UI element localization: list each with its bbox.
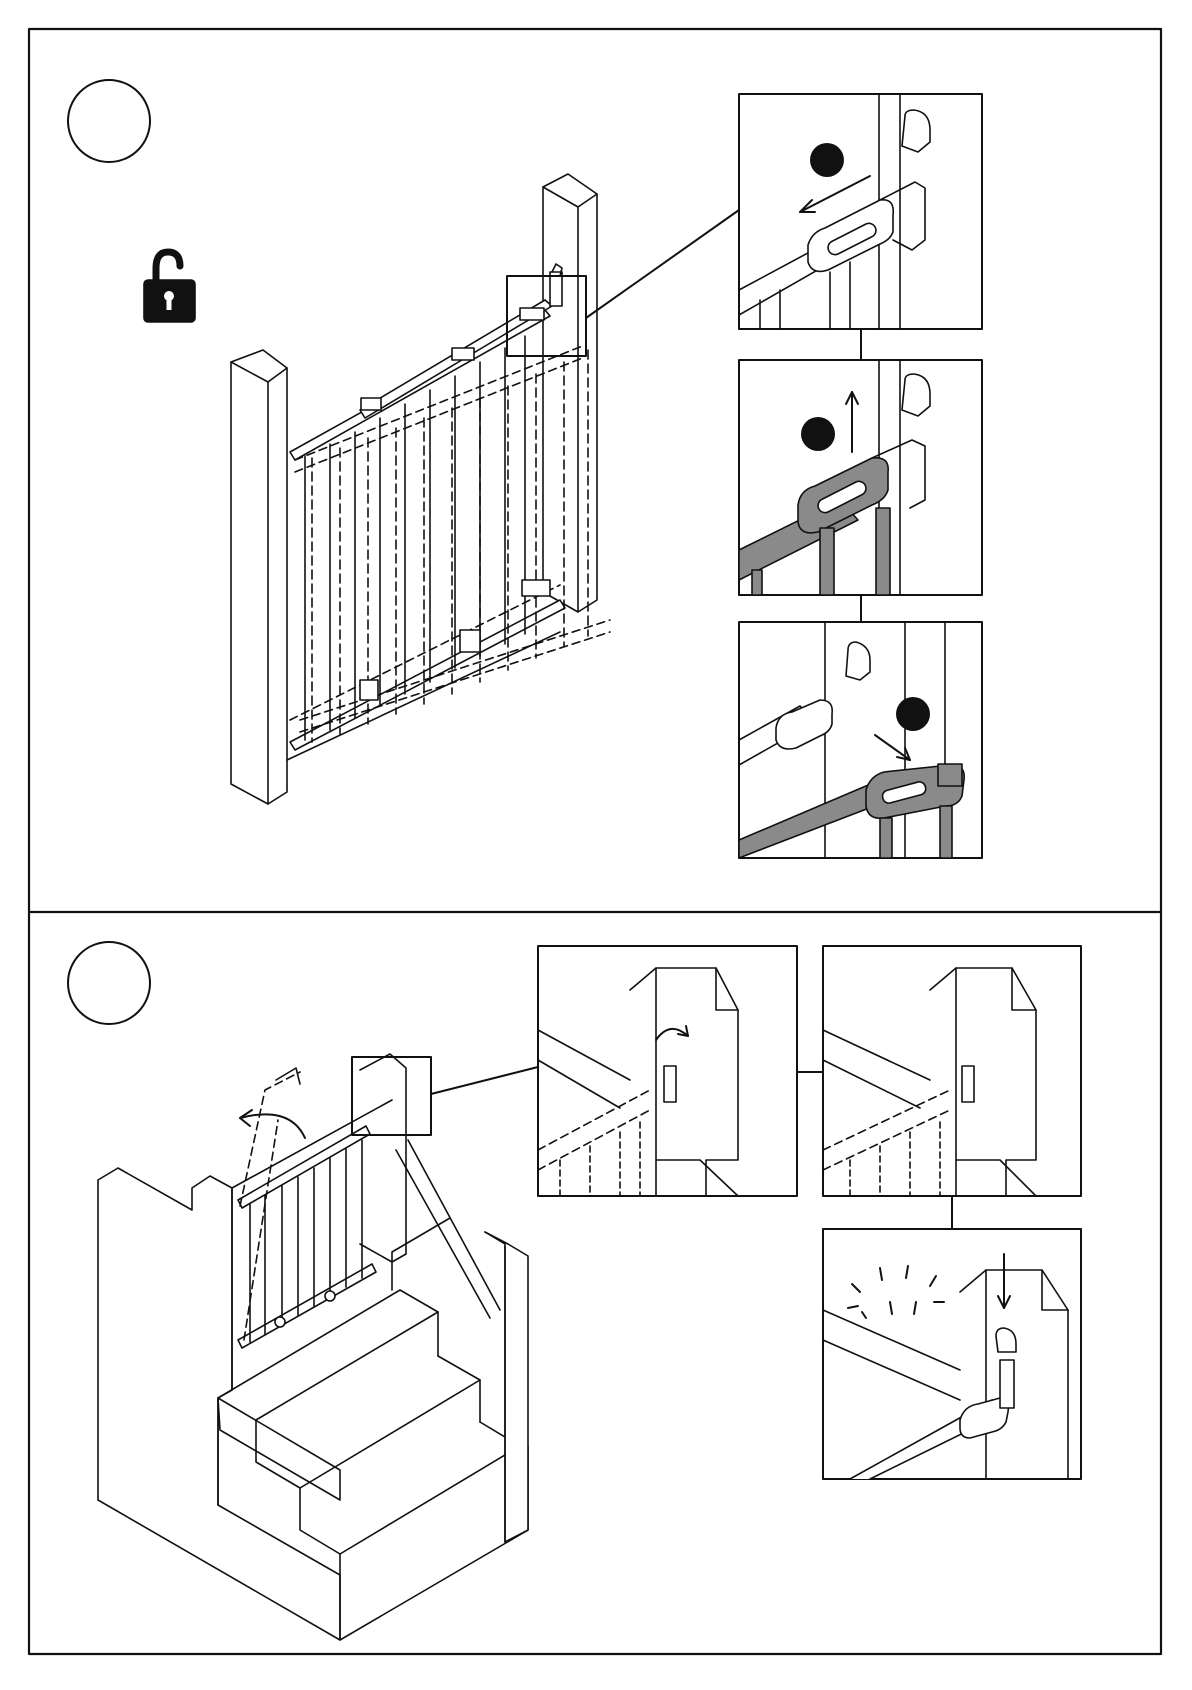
unlocked-padlock-icon	[144, 252, 195, 322]
detail-3	[739, 622, 982, 858]
step-number-circle	[68, 942, 150, 1024]
sub-step-marker-3	[896, 697, 930, 731]
section-2	[68, 942, 1081, 1640]
staircase-illustration	[98, 1054, 528, 1640]
zoom-leader	[431, 1067, 538, 1094]
detail-b	[823, 946, 1081, 1196]
sub-step-marker-1	[810, 143, 844, 177]
detail-1	[739, 94, 982, 329]
detail-2	[739, 360, 982, 595]
gate-overview-illustration	[231, 174, 610, 804]
section-1	[68, 80, 982, 858]
step-number-circle	[68, 80, 150, 162]
swing-arrow	[240, 1110, 305, 1138]
detail-a	[538, 946, 797, 1196]
zoom-leader	[586, 210, 739, 318]
sub-step-marker-2	[801, 417, 835, 451]
detail-c	[823, 1229, 1081, 1479]
